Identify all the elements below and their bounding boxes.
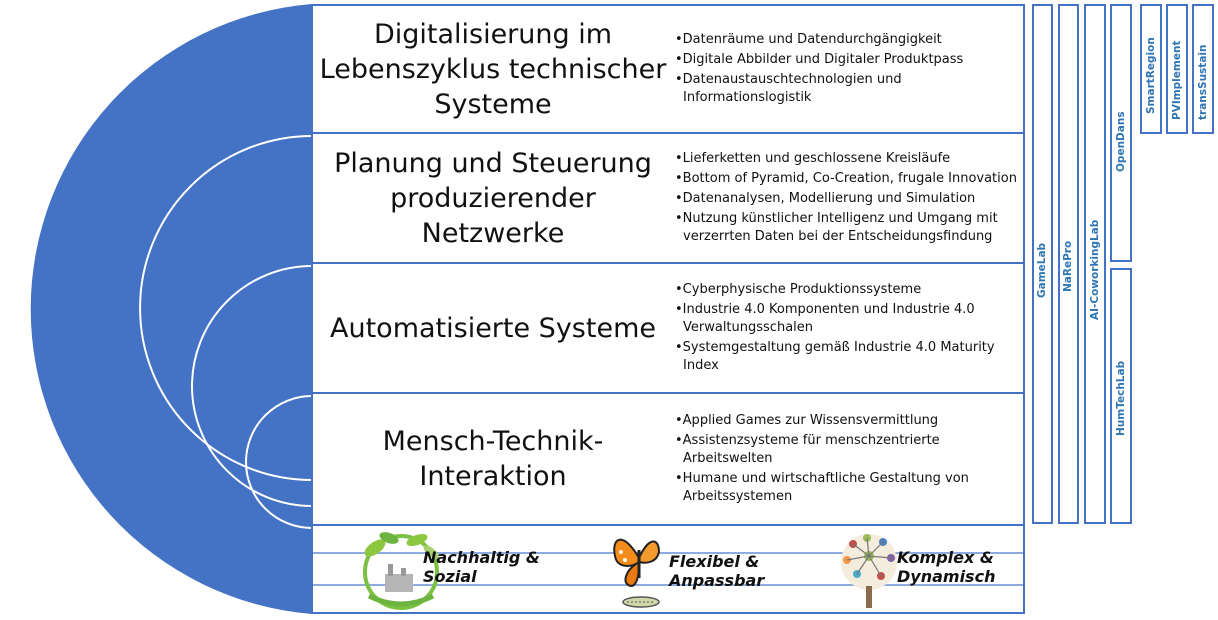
bullet-list: •Applied Games zur Wissensvermittlung •A… xyxy=(675,394,1017,524)
bullet-item: •Datenanalysen, Modellierung und Simulat… xyxy=(675,191,976,206)
bullet-item: •Cyberphysische Produktionssysteme xyxy=(675,282,922,297)
bullet-item: •Datenaustauschtechnologien und Informat… xyxy=(675,72,902,105)
bullet-list: •Cyberphysische Produktionssysteme •Indu… xyxy=(675,264,1017,392)
butterfly-icon xyxy=(613,538,661,608)
bullet-item: •Systemgestaltung gemäß Industrie 4.0 Ma… xyxy=(675,340,995,373)
bullet-item: •Humane und wirtschaftliche Gestaltung v… xyxy=(675,471,969,504)
concentric-arcs xyxy=(30,4,313,614)
project-label: PVImplement xyxy=(1171,40,1183,120)
row-mensch-technik: Mensch-Technik- Interaktion •Applied Gam… xyxy=(311,392,1025,526)
project-label: transSustain xyxy=(1197,44,1209,120)
arc-4 xyxy=(245,395,313,529)
row-planung: Planung und Steuerung produzierender Net… xyxy=(311,132,1025,264)
bullet-list: •Datenräume und Datendurchgängigkeit •Di… xyxy=(675,6,1017,132)
trait-flexibel: Flexibel & Anpassbar xyxy=(669,552,765,590)
row-title: Digitalisierung im Lebenszyklus technisc… xyxy=(319,18,667,120)
row-digitalisierung: Digitalisierung im Lebenszyklus technisc… xyxy=(311,4,1025,134)
row-title: Automatisierte Systeme xyxy=(330,312,656,344)
project-bar-humtechlab: HumTechLab xyxy=(1110,268,1132,524)
project-bar-opendans: OpenDans xyxy=(1110,4,1132,262)
bullet-item: •Assistenzsysteme für menschzentrierte A… xyxy=(675,433,940,466)
project-bar-smartregion: SmartRegion xyxy=(1140,4,1162,134)
project-bar-gamelab: GameLab xyxy=(1032,4,1053,524)
project-label: SmartRegion xyxy=(1145,37,1157,114)
traits-band: Nachhaltig & Sozial Flexibel & Anpassbar… xyxy=(311,524,1025,614)
project-label: GameLab xyxy=(1036,242,1048,298)
arc-2 xyxy=(139,135,313,481)
project-label: AI-CoworkingLab xyxy=(1089,219,1101,320)
arc-3 xyxy=(191,265,313,507)
bullet-item: •Applied Games zur Wissensvermittlung xyxy=(675,413,939,428)
project-bar-ai-coworkinglab: AI-CoworkingLab xyxy=(1084,4,1106,524)
row-automatisierte-systeme: Automatisierte Systeme •Cyberphysische P… xyxy=(311,262,1025,394)
project-bar-narepro: NaRePro xyxy=(1058,4,1079,524)
bullet-item: •Datenräume und Datendurchgängigkeit xyxy=(675,32,942,47)
project-label: HumTechLab xyxy=(1115,360,1127,436)
bullet-list: •Lieferketten und geschlossene Kreisläuf… xyxy=(675,134,1017,262)
row-title: Mensch-Technik- Interaktion xyxy=(382,426,604,492)
bullet-item: •Industrie 4.0 Komponenten und Industrie… xyxy=(675,302,975,335)
bullet-item: •Bottom of Pyramid, Co-Creation, frugale… xyxy=(675,171,1017,186)
project-label: OpenDans xyxy=(1115,111,1127,172)
project-bar-pvimplement: PVImplement xyxy=(1166,4,1188,134)
trait-nachhaltig: Nachhaltig & Sozial xyxy=(423,548,540,586)
trait-komplex: Komplex & Dynamisch xyxy=(897,548,996,586)
row-title: Planung und Steuerung produzierender Net… xyxy=(334,147,652,249)
bullet-item: •Digitale Abbilder und Digitaler Produkt… xyxy=(675,52,964,67)
project-bar-transsustain: transSustain xyxy=(1192,4,1214,134)
divider xyxy=(313,584,1023,586)
eco-factory-icon xyxy=(363,532,439,610)
bullet-item: •Nutzung künstlicher Intelligenz und Umg… xyxy=(675,211,998,244)
divider xyxy=(313,552,1023,554)
project-label: NaRePro xyxy=(1062,240,1074,292)
network-tree-icon xyxy=(841,534,897,608)
outer-semicircle xyxy=(30,4,312,614)
bullet-item: •Lieferketten und geschlossene Kreisläuf… xyxy=(675,151,951,166)
